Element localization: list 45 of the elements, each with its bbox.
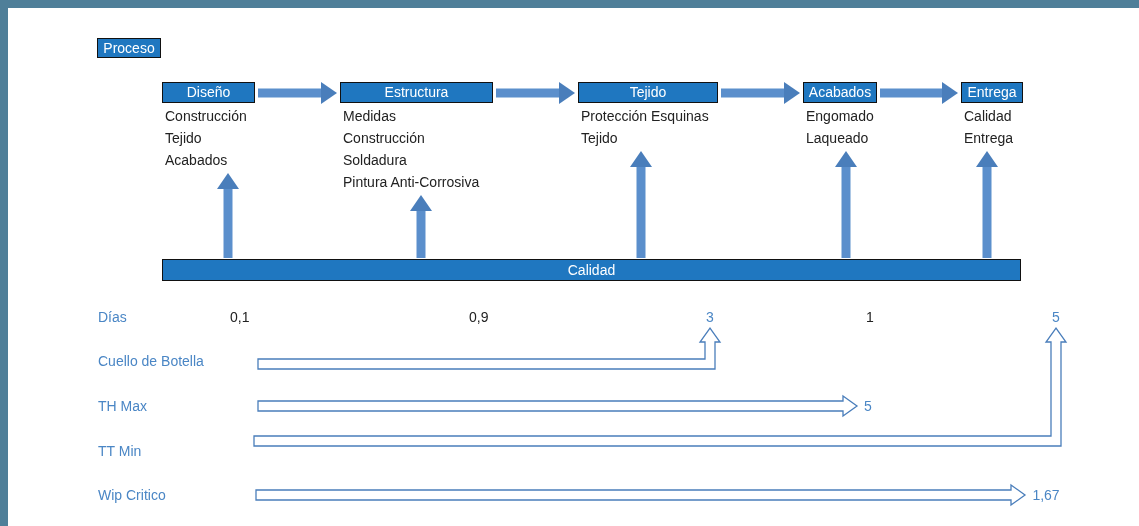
row-label: TT Min [98, 442, 142, 461]
step-task: Engomado [806, 107, 874, 126]
step-task: Construcción [343, 129, 425, 148]
hollow-arrow [253, 326, 1068, 447]
row-label: Días [98, 308, 127, 327]
value-text: 5 [858, 396, 878, 416]
step-task: Calidad [964, 107, 1012, 126]
step-header: Acabados [803, 82, 877, 103]
hollow-arrow [257, 394, 859, 418]
row-label: 1 [866, 308, 874, 327]
block-arrow [630, 151, 652, 258]
row-label: Wip Critico [98, 486, 166, 505]
section-tag: Proceso [97, 38, 161, 58]
hollow-arrow [255, 483, 1027, 507]
step-task: Laqueado [806, 129, 869, 148]
block-arrow [976, 151, 998, 258]
block-arrow [835, 151, 857, 258]
step-header: Tejido [578, 82, 718, 103]
block-arrow [721, 82, 800, 104]
step-task: Protección Esquinas [581, 107, 709, 126]
step-header: Entrega [961, 82, 1023, 103]
step-header: Estructura [340, 82, 493, 103]
value-text: 5 [1046, 307, 1066, 327]
step-task: Medidas [343, 107, 396, 126]
step-header: Diseño [162, 82, 255, 103]
hollow-arrow [257, 326, 722, 370]
step-task: Tejido [581, 129, 618, 148]
step-task: Tejido [165, 129, 202, 148]
row-label: 0,1 [230, 308, 250, 327]
step-task: Construcción [165, 107, 247, 126]
step-task: Pintura Anti-Corrosiva [343, 173, 480, 192]
value-text: 3 [700, 307, 720, 327]
block-arrow [496, 82, 575, 104]
row-label: 0,9 [469, 308, 489, 327]
value-text: 1,67 [1026, 485, 1066, 505]
step-task: Entrega [964, 129, 1014, 148]
block-arrow [217, 173, 239, 258]
step-task: Soldadura [343, 151, 407, 170]
step-task: Acabados [165, 151, 228, 170]
row-label: TH Max [98, 397, 147, 416]
block-arrow [880, 82, 958, 104]
quality-bar: Calidad [162, 259, 1021, 281]
block-arrow [410, 195, 432, 258]
row-label: Cuello de Botella [98, 352, 204, 371]
block-arrow [258, 82, 337, 104]
